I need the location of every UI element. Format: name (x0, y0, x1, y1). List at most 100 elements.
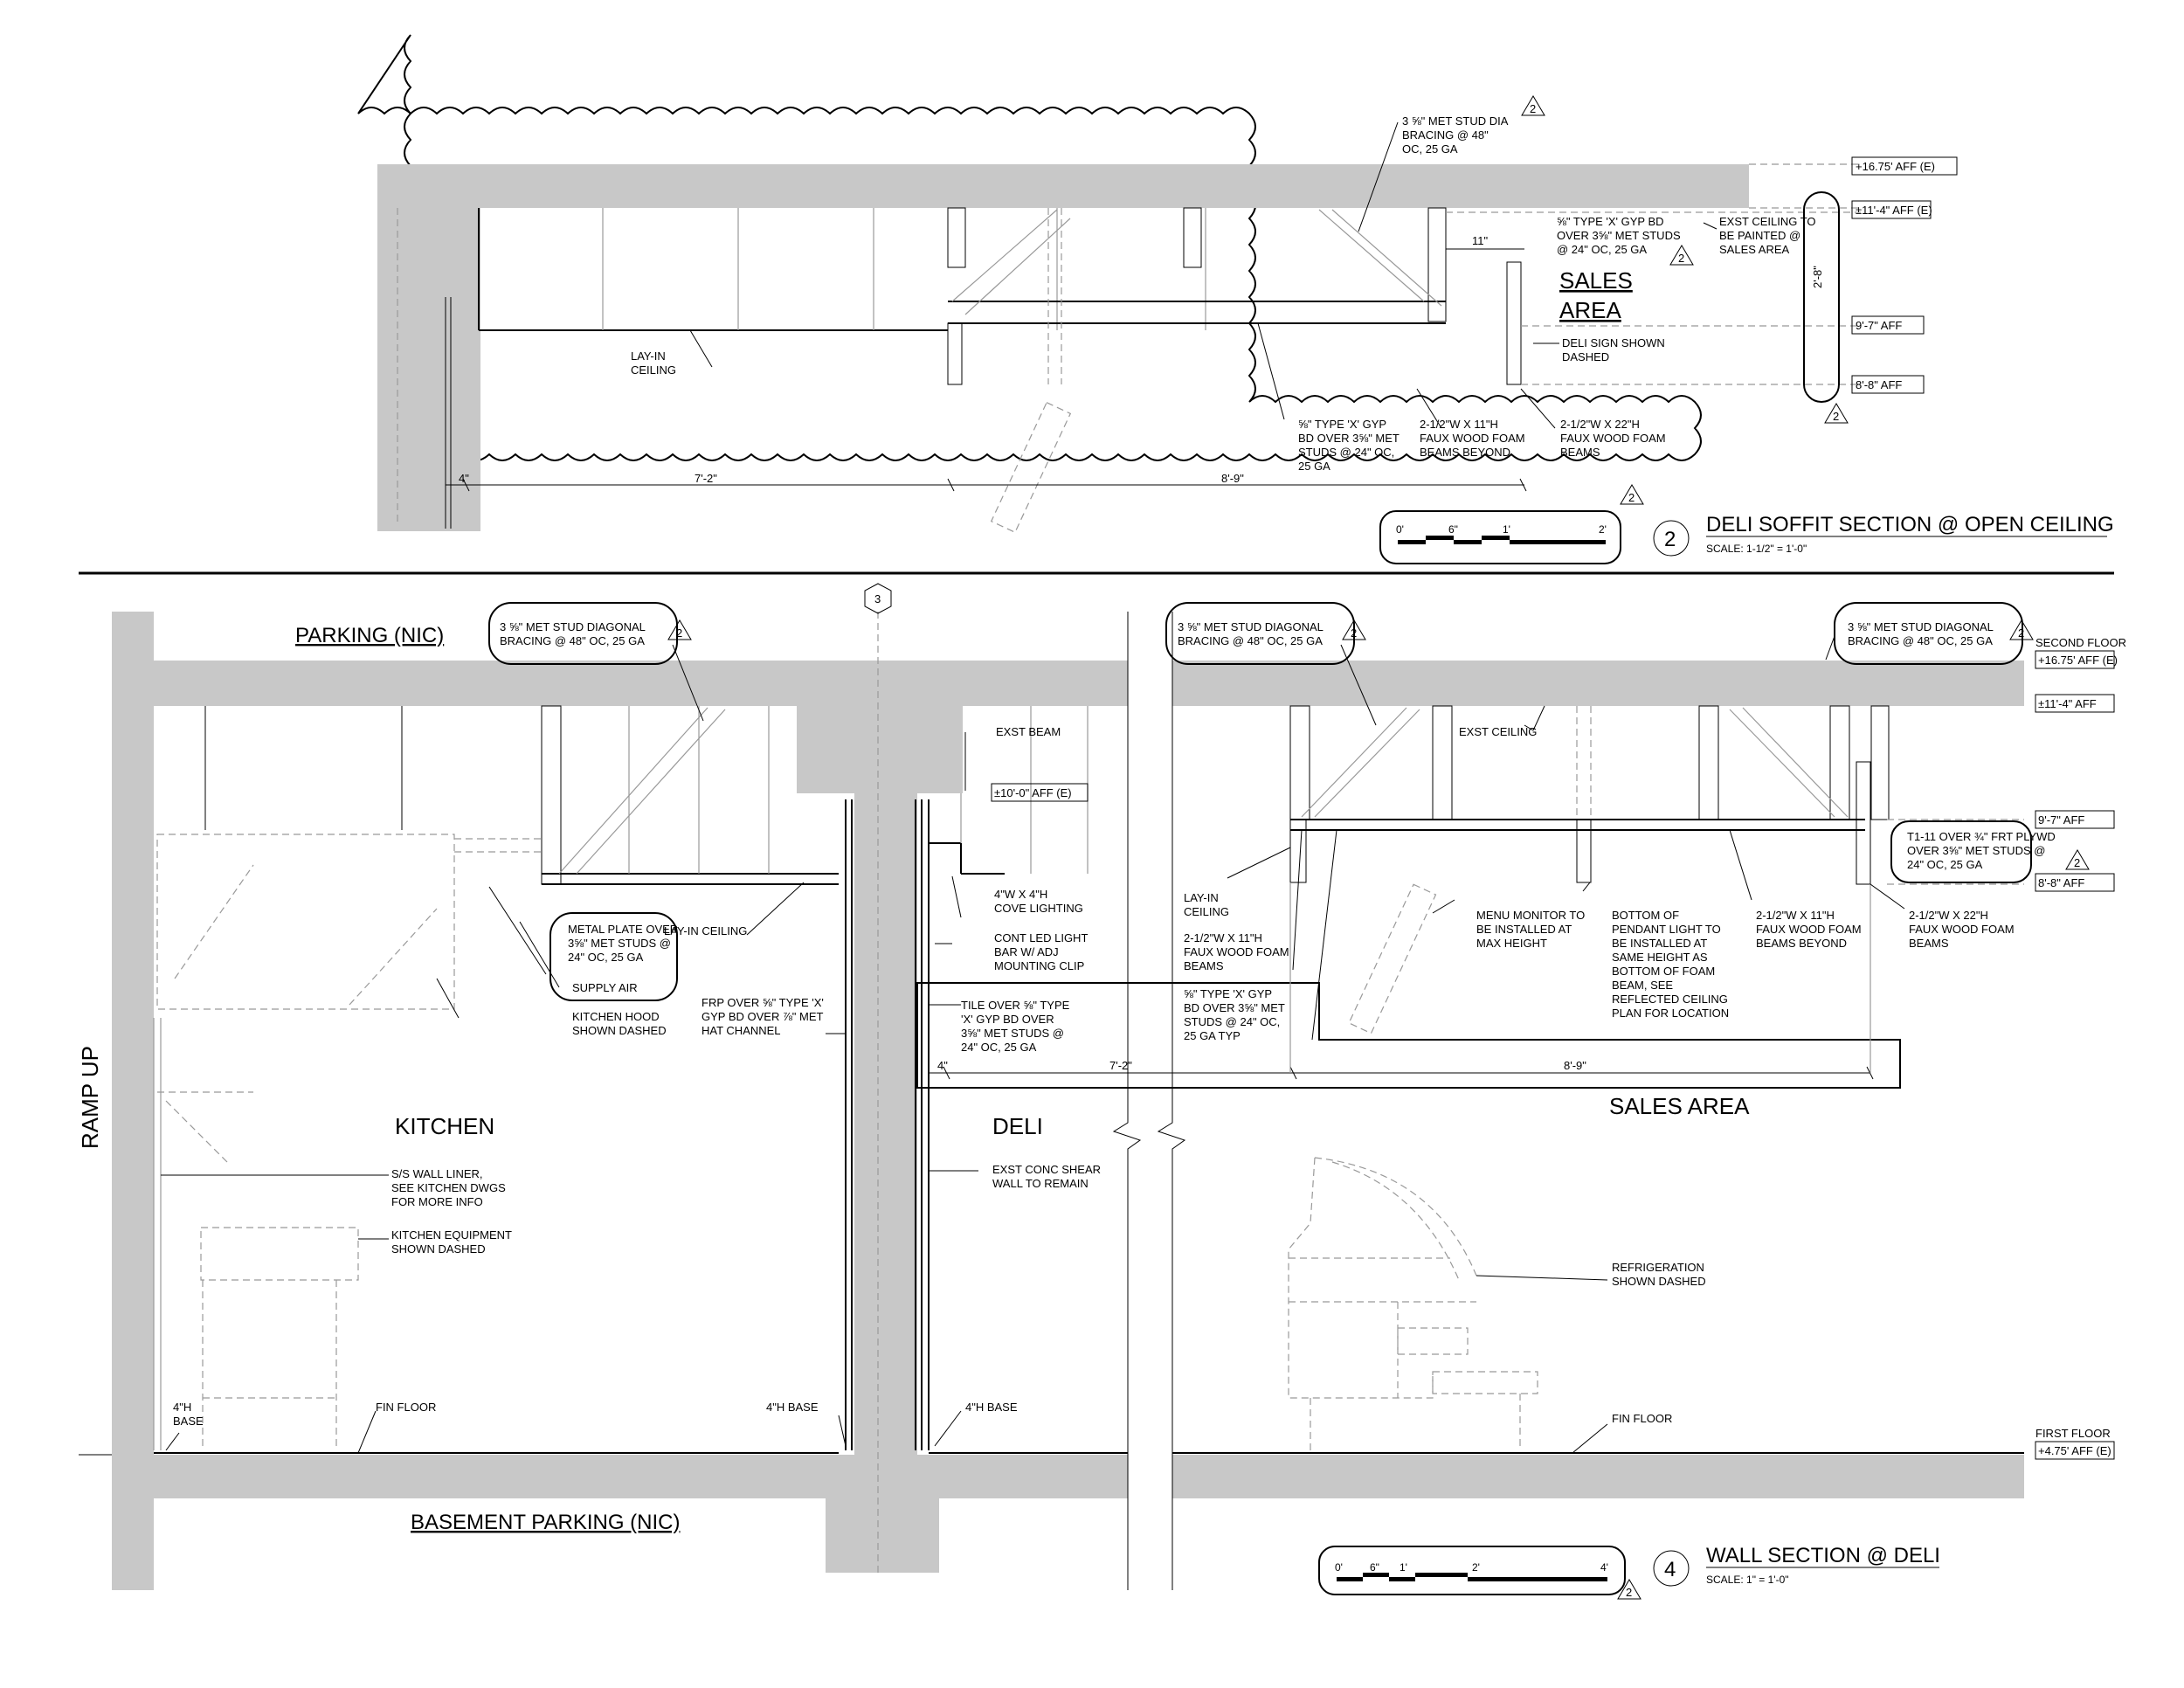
wall-left-top (377, 164, 480, 531)
foam-beam-large (1506, 261, 1522, 385)
elevation-tags-bottom: SECOND FLOOR +16.75' AFF (E) ±11'-4" AFF… (991, 636, 2126, 1460)
slab-upper-right (1172, 661, 2024, 706)
revision-deltas-top: 2 2 2 2 (1521, 95, 1849, 505)
svg-text:±11'-4" AFF (E): ±11'-4" AFF (E) (1856, 204, 1932, 217)
kitchen-hood-dashed (156, 834, 455, 1010)
room-sales-area: SALES AREA (1609, 1093, 1750, 1119)
detail-number-4: 4 (1664, 1558, 1676, 1581)
shear-wall (854, 793, 917, 1571)
scale-cloud-bottom (1318, 1546, 1626, 1595)
foam-beam-deli (1289, 819, 1307, 883)
label-basement-parking: BASEMENT PARKING (NIC) (411, 1511, 680, 1534)
note-supply-air: SUPPLY AIR (572, 981, 638, 994)
exst-beam (797, 706, 963, 793)
detail-scale-2: SCALE: 1-1/2" = 1'-0" (1706, 543, 1807, 555)
svg-text:9'-7" AFF: 9'-7" AFF (2038, 813, 2084, 827)
grid-marker-label: 3 (874, 592, 881, 605)
foam-beam-22-deli (1856, 761, 1871, 885)
room-kitchen: KITCHEN (395, 1113, 494, 1139)
note-fin-floor-right: FIN FLOOR (1612, 1412, 1672, 1425)
svg-text:1': 1' (1503, 523, 1510, 536)
detail-marker-4 (1653, 1550, 1690, 1587)
dim-8-9-b: 8'-9" (1564, 1059, 1586, 1072)
cloud-brace-left (488, 602, 678, 665)
svg-text:8'-8" AFF: 8'-8" AFF (2038, 876, 2084, 889)
label-ramp-up: RAMP UP (77, 1046, 103, 1149)
note-fin-floor-left: FIN FLOOR (376, 1401, 436, 1414)
svg-text:+16.75' AFF (E): +16.75' AFF (E) (2038, 654, 2118, 667)
svg-text:FIRST FLOOR: FIRST FLOOR (2035, 1427, 2111, 1440)
revision-deltas-bottom: 2 2 2 2 2 (667, 619, 2090, 1600)
label-parking: PARKING (NIC) (295, 624, 444, 647)
svg-text:4': 4' (1600, 1561, 1608, 1574)
detail-4-wall-section: 3 (77, 583, 2126, 1600)
note-base-right: 4"H BASE (965, 1401, 1018, 1414)
note-base-mid: 4"H BASE (766, 1401, 819, 1414)
cloud-metal-plate (549, 912, 678, 1001)
slab-floor-left (154, 1455, 1128, 1498)
svg-text:9'-7" AFF: 9'-7" AFF (1856, 319, 1902, 332)
slab-upper-left (154, 661, 1128, 706)
room-deli: DELI (992, 1113, 1043, 1139)
svg-text:8'-8" AFF: 8'-8" AFF (1856, 378, 1902, 391)
scale-cloud-top (1379, 510, 1621, 564)
dim-4in: 4" (459, 472, 469, 485)
svg-text:2: 2 (1833, 410, 1839, 423)
cloud-brace-right (1834, 602, 2023, 665)
svg-text:SECOND FLOOR: SECOND FLOOR (2035, 636, 2126, 649)
dim-2-8: 2'-8" (1811, 266, 1824, 288)
svg-text:2: 2 (1678, 252, 1684, 265)
svg-text:2: 2 (676, 626, 682, 640)
detail-number-2: 2 (1664, 528, 1676, 551)
wall-ramp (112, 612, 154, 1590)
svg-text:2: 2 (1530, 102, 1536, 115)
svg-text:+4.75' AFF (E): +4.75' AFF (E) (2038, 1444, 2111, 1457)
kitchen-equipment-dashed (200, 1227, 359, 1281)
dim-11in: 11" (1472, 234, 1488, 247)
refrigeration-dashed (1288, 1157, 1538, 1450)
svg-text:2: 2 (1628, 491, 1635, 504)
dim-7-2-b: 7'-2" (1109, 1059, 1132, 1072)
scale-bar-top: 0' 6" 1' 2' (1396, 523, 1607, 544)
detail-title-2: DELI SOFFIT SECTION @ OPEN CEILING (1706, 513, 2114, 536)
grid-marker (864, 583, 892, 614)
foam-beam-small (947, 322, 963, 385)
cloud-t111 (1890, 820, 2032, 883)
detail-2-soffit-section: 4" 7'-2" 8'-9" 11" 2'-8" +16.75' AFF (E)… (357, 34, 2114, 564)
slab-floor-right (1172, 1455, 2024, 1498)
svg-text:±11'-4" AFF: ±11'-4" AFF (2038, 697, 2097, 710)
note-lay-in-mid: LAY-IN CEILING (664, 924, 747, 937)
svg-text:+16.75' AFF (E): +16.75' AFF (E) (1856, 160, 1935, 173)
svg-text:6": 6" (1448, 523, 1458, 536)
svg-text:2': 2' (1472, 1561, 1480, 1574)
elevation-tags-top: +16.75' AFF (E) ±11'-4" AFF (E) 9'-7" AF… (1851, 156, 1958, 394)
detail-title-4: WALL SECTION @ DELI (1706, 1544, 1940, 1567)
revision-cloud-top (357, 34, 1702, 461)
note-exst-beam: EXST BEAM (996, 725, 1061, 738)
slab-top (377, 164, 1749, 208)
svg-text:0': 0' (1335, 1561, 1343, 1574)
